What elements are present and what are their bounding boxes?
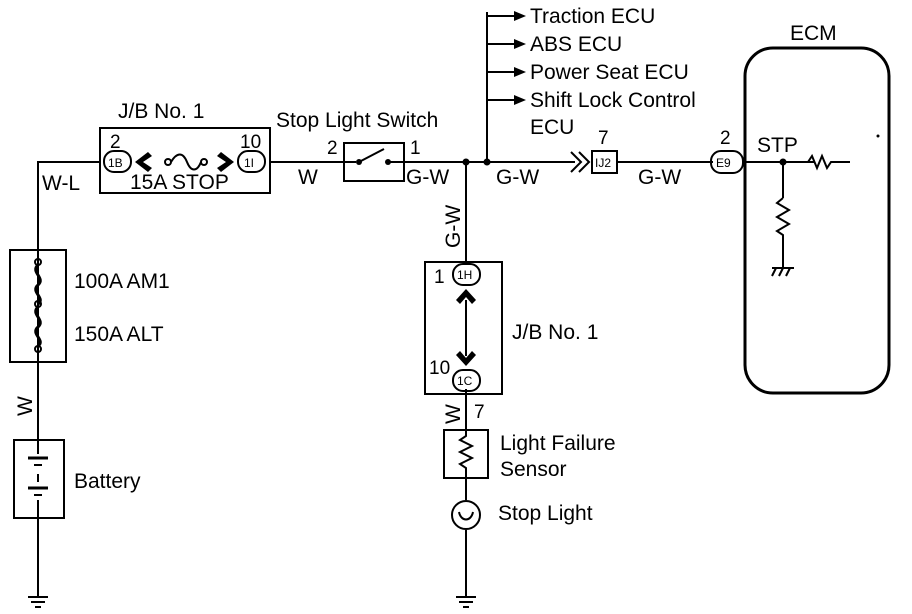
- connector-ij2-pin: 7: [598, 128, 609, 149]
- connector-1i: [237, 150, 266, 173]
- output-arrows: [487, 11, 526, 105]
- output-abs-ecu: ABS ECU: [530, 33, 622, 56]
- junction-block-top-frame: [99, 127, 271, 194]
- connector-e9: [710, 150, 744, 174]
- fuse-15a-stop: 15A STOP: [130, 171, 229, 194]
- wire-label-wl: W-L: [42, 172, 80, 195]
- junction-dot: [483, 158, 491, 166]
- switch-pin-out: 1: [410, 138, 421, 159]
- light-failure-sensor: [443, 429, 489, 479]
- sensor-label-line2: Sensor: [500, 458, 567, 481]
- wire-wl: [37, 161, 100, 596]
- jb-top-conn-right: 1I: [244, 156, 254, 170]
- sensor-pin: 7: [474, 402, 485, 423]
- fuse-100a-am1: 100A AM1: [74, 270, 170, 293]
- stop-light-label: Stop Light: [498, 502, 593, 525]
- chevron-right-icon: [217, 152, 234, 172]
- ecm-conn-e9: E9: [716, 156, 731, 170]
- ecm-title: ECM: [790, 22, 837, 45]
- resistor-icon: [775, 197, 791, 268]
- wire-label-gw-vertical: G-W: [442, 205, 465, 248]
- junction-dot: [462, 158, 470, 166]
- fuse-icon: [34, 263, 42, 306]
- connector-1b: [103, 150, 132, 173]
- jb-top-conn-left: 1B: [108, 156, 123, 170]
- chevron-down-icon: [456, 351, 476, 366]
- switch-pin-in: 2: [327, 138, 338, 159]
- connector-ij2-label: IJ2: [595, 156, 611, 170]
- ecm-terminal-stp: STP: [757, 134, 798, 157]
- switch-contact-icon: [358, 148, 385, 163]
- fusible-link-frame: [9, 249, 67, 363]
- bulb-icon: [451, 500, 481, 530]
- stop-light-switch: [343, 142, 405, 182]
- ecm-pin: 2: [720, 128, 731, 149]
- connector-1c: [452, 369, 481, 392]
- output-traction-ecu: Traction ECU: [530, 5, 655, 28]
- jb-top-pin-left: 2: [110, 132, 121, 153]
- connector-ij2-box: [591, 150, 618, 174]
- chevron-up-icon: [456, 289, 476, 304]
- jb-mid-conn-bottom: 1C: [457, 374, 473, 388]
- connector-1h: [452, 263, 481, 286]
- output-shift-lock-ecu: ECU: [530, 116, 574, 139]
- junction-block-top: [99, 127, 271, 194]
- jb-mid-pin-bottom: 10: [429, 358, 450, 379]
- chevron-left-icon: [135, 152, 152, 172]
- wire-label-gw1: G-W: [406, 166, 449, 189]
- wire-label-w-battery: W: [14, 396, 37, 416]
- sensor-label-line1: Light Failure: [500, 432, 616, 455]
- output-shift-lock-control: Shift Lock Control: [530, 89, 696, 112]
- resistor-icon: [807, 153, 850, 171]
- fuse-icon: [34, 305, 42, 348]
- connector-ij2: [570, 150, 618, 174]
- jb-top-title: J/B No. 1: [118, 100, 204, 123]
- battery: [13, 439, 65, 519]
- stop-light: [451, 500, 481, 530]
- fuse-icon: [170, 153, 202, 171]
- jb-mid-pin-top: 1: [434, 267, 445, 288]
- chevron-right-icon: [570, 151, 583, 173]
- ecm-frame: [743, 46, 891, 395]
- output-power-seat-ecu: Power Seat ECU: [530, 61, 689, 84]
- jb-mid-title: J/B No. 1: [512, 321, 598, 344]
- resistor-icon: [457, 430, 475, 478]
- jb-mid-conn-top: 1H: [457, 268, 472, 282]
- fusible-link-box: [9, 249, 67, 363]
- battery-label: Battery: [74, 470, 141, 493]
- ground-icon: [456, 596, 476, 608]
- jb-top-pin-right: 10: [240, 132, 261, 153]
- fuse-150a-alt: 150A ALT: [74, 323, 164, 346]
- wire-label-w: W: [298, 166, 318, 189]
- wire-label-gw2: G-W: [496, 166, 539, 189]
- wire-label-w-bottom: W: [442, 404, 465, 424]
- wire-label-gw3: G-W: [638, 166, 681, 189]
- ecm: [710, 46, 891, 395]
- ground-icon: [28, 596, 48, 608]
- switch-title: Stop Light Switch: [276, 109, 438, 132]
- junction-block-mid-frame: [424, 261, 503, 395]
- junction-block-mid: [424, 261, 503, 395]
